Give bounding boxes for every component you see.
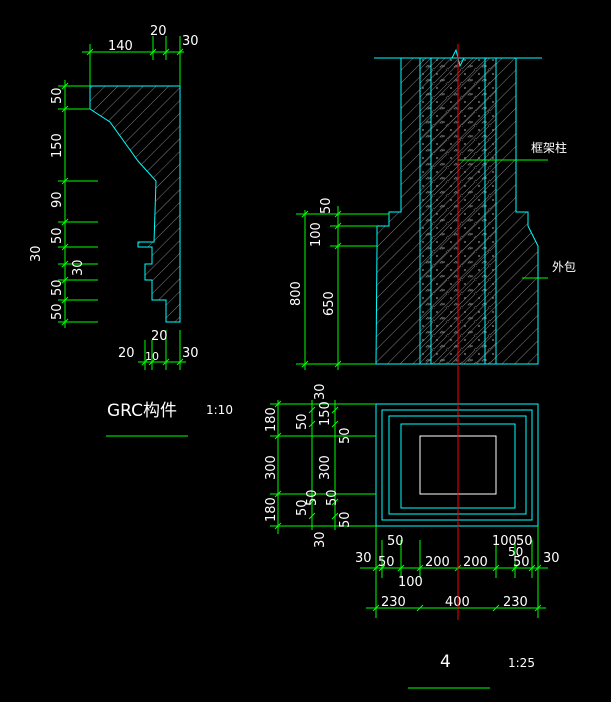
grc-left-dim-50b: 50 — [50, 227, 65, 244]
plan-bottom-50-small: 50 — [508, 545, 523, 559]
plan-right-dim-50a: 50 — [338, 427, 353, 444]
elev-dim-100: 100 — [309, 222, 324, 247]
elev-dim-800: 800 — [289, 281, 304, 306]
grc-left-dim-50d: 50 — [50, 303, 65, 320]
column-plan: 30 180 300 180 30 50 50 50 150 50 300 50… — [264, 383, 560, 618]
plan-bottom-30-left: 30 — [355, 551, 372, 566]
elevation-dimensions — [296, 206, 389, 370]
grc-top-dim-140: 140 — [108, 39, 133, 54]
plan-left-inner-50-bottom: 50 — [295, 499, 310, 516]
grc-profile — [89, 85, 181, 323]
column-elevation: 框架柱 外包 50 100 800 650 — [289, 48, 576, 370]
plan-left-dim-180-bottom: 180 — [264, 497, 279, 522]
elev-dim-650: 650 — [322, 291, 337, 316]
grc-bottom-dim-30: 30 — [182, 346, 199, 361]
plan-bottom-50-right: 50 — [513, 555, 530, 570]
plan-bottom-50-left: 50 — [378, 555, 395, 570]
plan-bottom-100-left: 100 — [398, 575, 423, 590]
plan-bottom-230-left: 230 — [381, 595, 406, 610]
plan-bottom-upper-100-right: 100 — [492, 534, 517, 549]
grc-top-dim-30: 30 — [182, 34, 199, 49]
grc-bottom-dim-20-left: 20 — [118, 346, 135, 361]
plan-left-inner-50-top: 50 — [295, 413, 310, 430]
grc-left-dim-50a: 50 — [50, 87, 65, 104]
plan-bottom-400: 400 — [445, 595, 470, 610]
grc-top-dim-20: 20 — [150, 24, 167, 39]
grc-top-dimensions — [82, 36, 184, 86]
plan-left-dim-180-top: 180 — [264, 407, 279, 432]
plan-bottom-200-left: 200 — [425, 555, 450, 570]
plan-right-dim-150: 150 — [318, 401, 333, 426]
grc-left-dimensions — [58, 80, 98, 328]
drawing-number: 4 — [440, 652, 451, 672]
plan-outer-2 — [381, 409, 533, 521]
grc-bottom-dim-20-upper: 20 — [151, 329, 168, 344]
plan-bottom-upper-50-right: 50 — [516, 534, 533, 549]
grc-left-dim-90: 90 — [50, 191, 65, 208]
plan-left-dim-300: 300 — [264, 455, 279, 480]
label-cladding: 外包 — [552, 260, 576, 274]
plan-left-dim-30-bottom: 30 — [313, 531, 328, 548]
plan-right-dim-300: 300 — [318, 455, 333, 480]
label-frame-column: 框架柱 — [531, 140, 567, 155]
grc-bottom-dim-10: 10 — [145, 350, 159, 363]
grc-detail: 140 20 30 50 150 90 50 — [29, 24, 233, 437]
plan-right-dim-50b: 50 — [325, 489, 340, 506]
plan-bottom-30-right: 30 — [543, 551, 560, 566]
elev-dim-50: 50 — [319, 197, 334, 214]
grc-left-dim-30-outer: 30 — [29, 245, 44, 262]
grc-scale: 1:10 — [206, 403, 233, 417]
drawing-scale: 1:25 — [508, 656, 535, 670]
plan-left-dim-30-top: 30 — [313, 383, 328, 400]
grc-left-dim-150: 150 — [50, 133, 65, 158]
plan-outer-1 — [375, 403, 539, 527]
grc-left-dim-50c: 50 — [50, 279, 65, 296]
plan-right-dim-50c: 50 — [338, 511, 353, 528]
grc-bottom-dimensions — [138, 330, 186, 370]
grc-left-dim-30-inner: 30 — [71, 259, 86, 276]
plan-bottom-200-right: 200 — [463, 555, 488, 570]
plan-bottom-230-right: 230 — [503, 595, 528, 610]
grc-title: GRC构件 — [107, 401, 177, 421]
plan-left-dimensions — [270, 400, 376, 534]
plan-left-inner-50-mid: 50 — [305, 489, 320, 506]
plan-bottom-upper-50-left: 50 — [387, 534, 404, 549]
